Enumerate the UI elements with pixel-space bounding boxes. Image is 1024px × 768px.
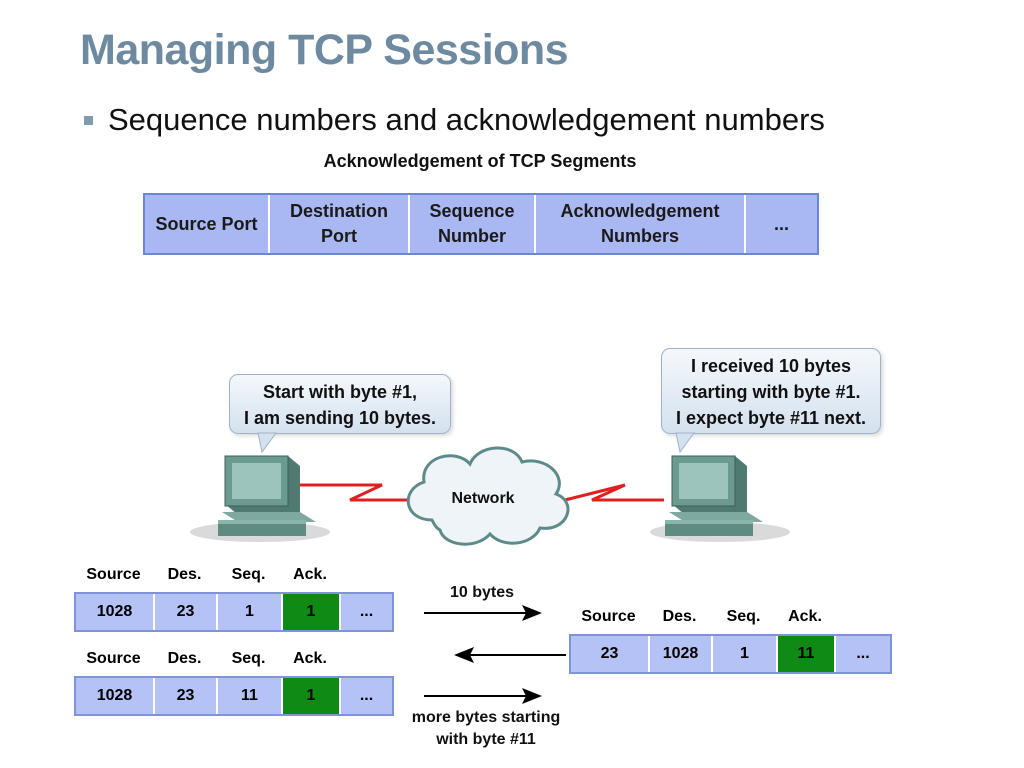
receiver-bubble-line: I received 10 bytes <box>690 356 852 376</box>
segment-more-cell: ... <box>359 603 374 620</box>
bullet-item: Sequence numbers and acknowledgement num… <box>84 102 825 138</box>
network-label: Network <box>451 490 515 507</box>
link-right-lightning <box>564 483 664 502</box>
field-sequence-number: Sequence Number <box>410 195 536 253</box>
segment-more-cell: ... <box>359 687 374 704</box>
arrow-right-more-bytes <box>424 688 542 704</box>
segment-row: 1028 23 1 1 ... <box>74 592 394 632</box>
sender-bubble-line: I am sending 10 bytes. <box>243 408 437 428</box>
sender-speech-bubble: Start with byte #1, I am sending 10 byte… <box>229 374 451 434</box>
arrow-3-label-line: more bytes starting <box>411 709 561 726</box>
segment-ack-cell: 1 <box>283 678 341 714</box>
segment-head-ack: Ack. <box>788 608 822 625</box>
field-source-port: Source Port <box>145 195 270 253</box>
receiver-computer-icon <box>650 455 790 542</box>
segment-row: 23 1028 1 11 ... <box>569 634 892 674</box>
receiver-speech-bubble: I received 10 bytes starting with byte #… <box>661 348 881 434</box>
square-bullet-icon <box>84 115 93 125</box>
arrow-right-10-bytes <box>424 605 542 621</box>
segment-head-ack: Ack. <box>293 566 327 583</box>
diagram-title: Acknowledgement of TCP Segments <box>323 151 637 171</box>
segment-2: Source Des. Seq. Ack. 23 1028 1 11 ... <box>569 608 892 674</box>
field-acknowledgement-numbers: Acknowledgement Numbers <box>536 195 746 253</box>
arrow-1-label: 10 bytes <box>449 584 515 601</box>
segment-head-ack: Ack. <box>293 650 327 667</box>
tcp-header-fields: Source Port Destination Port Sequence Nu… <box>143 193 819 255</box>
segment-head-source: Source <box>86 566 141 583</box>
receiver-bubble-line: I expect byte #11 next. <box>675 408 867 428</box>
segment-head-source: Source <box>581 608 636 625</box>
segment-dest-cell: 1028 <box>650 636 713 672</box>
arrow-left-ack <box>454 647 566 663</box>
sender-bubble-tail <box>257 432 277 454</box>
receiver-bubble-line: starting with byte #1. <box>681 382 861 402</box>
segment-ack-cell: 1 <box>283 594 341 630</box>
segment-head-seq: Seq. <box>231 566 266 583</box>
slide-title: Managing TCP Sessions <box>80 26 569 74</box>
segment-dest-cell: 23 <box>155 678 218 714</box>
segment-seq-cell: 11 <box>218 678 283 714</box>
segment-head-source: Source <box>86 650 141 667</box>
field-destination-port: Destination Port <box>270 195 410 253</box>
segment-head-des: Des. <box>167 650 202 667</box>
segment-dest-cell: 23 <box>155 594 218 630</box>
segment-row: 1028 23 11 1 ... <box>74 676 394 716</box>
network-cloud-icon <box>406 446 570 546</box>
segment-head-des: Des. <box>167 566 202 583</box>
segment-seq-cell: 1 <box>218 594 283 630</box>
segment-source-cell: 23 <box>571 636 650 672</box>
segment-head-des: Des. <box>662 608 697 625</box>
sender-bubble-line: Start with byte #1, <box>262 382 418 402</box>
field-more: ... <box>773 213 789 234</box>
segment-head-seq: Seq. <box>726 608 761 625</box>
arrow-3-label-line: with byte #11 <box>436 731 536 748</box>
bullet-text: Sequence numbers and acknowledgement num… <box>108 102 825 137</box>
segment-source-cell: 1028 <box>76 594 155 630</box>
receiver-bubble-tail <box>675 432 695 454</box>
segment-3: Source Des. Seq. Ack. 1028 23 11 1 ... <box>74 650 394 716</box>
segment-seq-cell: 1 <box>713 636 778 672</box>
segment-ack-cell: 11 <box>778 636 836 672</box>
arrow-3-label: more bytes starting with byte #11 <box>396 707 576 751</box>
segment-source-cell: 1028 <box>76 678 155 714</box>
sender-computer-icon <box>190 455 330 542</box>
link-left-lightning <box>298 483 422 502</box>
segment-1: Source Des. Seq. Ack. 1028 23 1 1 ... <box>74 566 394 632</box>
segment-more-cell: ... <box>856 645 870 662</box>
segment-head-seq: Seq. <box>231 650 266 667</box>
